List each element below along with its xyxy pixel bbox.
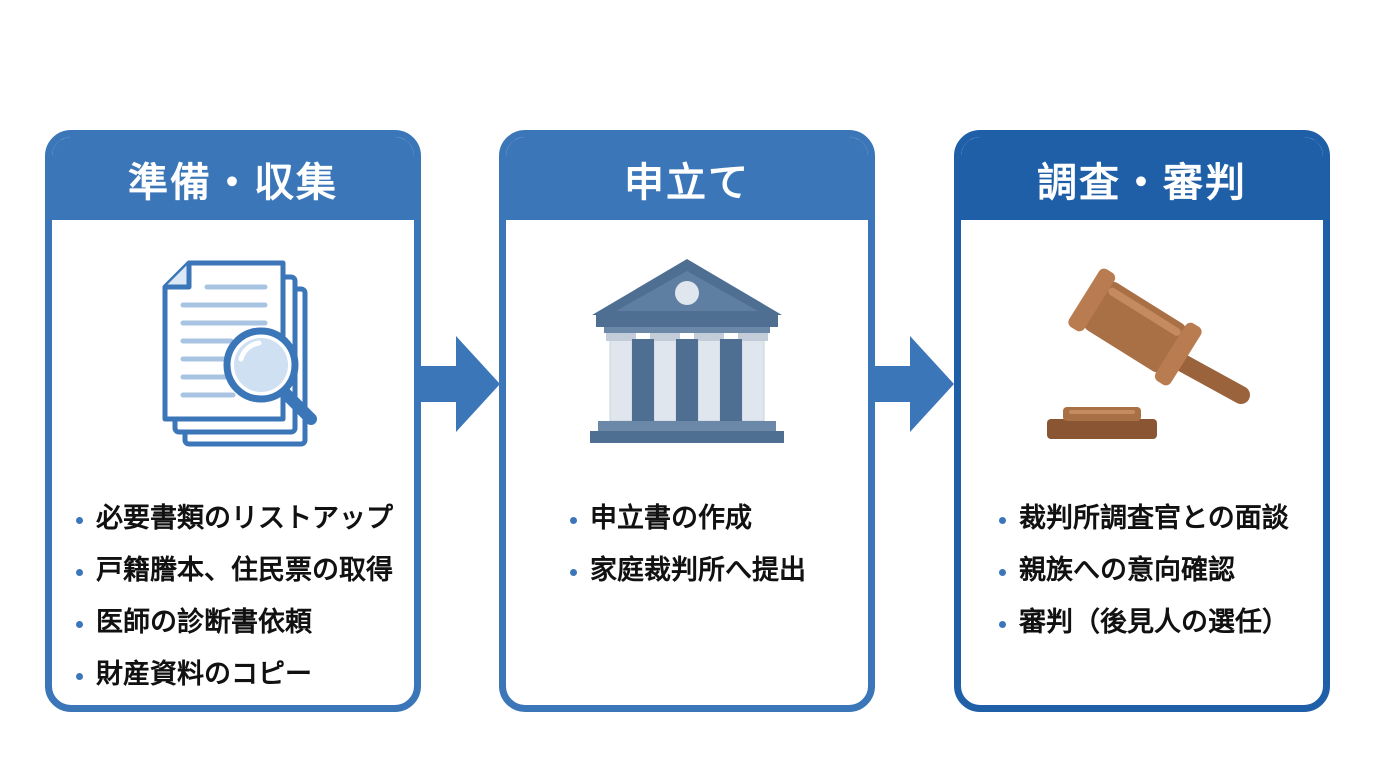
- list-item: 財産資料のコピー: [76, 649, 404, 701]
- step-items: 必要書類のリストアップ 戸籍謄本、住民票の取得 医師の診断書依頼 財産資料のコピ…: [76, 493, 404, 701]
- list-item: 親族への意向確認: [999, 545, 1313, 597]
- step-items: 裁判所調査官との面談 親族への意向確認 審判（後見人の選任）: [999, 493, 1313, 649]
- list-item: 家庭裁判所へ提出: [570, 545, 858, 597]
- step-title: 準備・収集: [52, 137, 414, 220]
- courthouse-icon: [506, 247, 868, 457]
- list-item: 申立書の作成: [570, 493, 858, 545]
- arrow-right-icon: [420, 336, 500, 432]
- step-title: 申立て: [506, 137, 868, 220]
- list-item: 審判（後見人の選任）: [999, 597, 1313, 649]
- document-search-icon: [52, 247, 414, 457]
- list-item: 必要書類のリストアップ: [76, 493, 404, 545]
- list-item: 裁判所調査官との面談: [999, 493, 1313, 545]
- gavel-icon: [961, 247, 1323, 457]
- step-items: 申立書の作成 家庭裁判所へ提出: [570, 493, 858, 597]
- step-card-petition: 申立て: [499, 130, 875, 712]
- arrow-right-icon: [874, 336, 954, 432]
- list-item: 戸籍謄本、住民票の取得: [76, 545, 404, 597]
- list-item: 医師の診断書依頼: [76, 597, 404, 649]
- step-card-preparation: 準備・収集: [45, 130, 421, 712]
- step-card-investigation-judgment: 調査・審判 裁判所調査官との面談 親族への意向確認 審判: [954, 130, 1330, 712]
- step-title: 調査・審判: [961, 137, 1323, 220]
